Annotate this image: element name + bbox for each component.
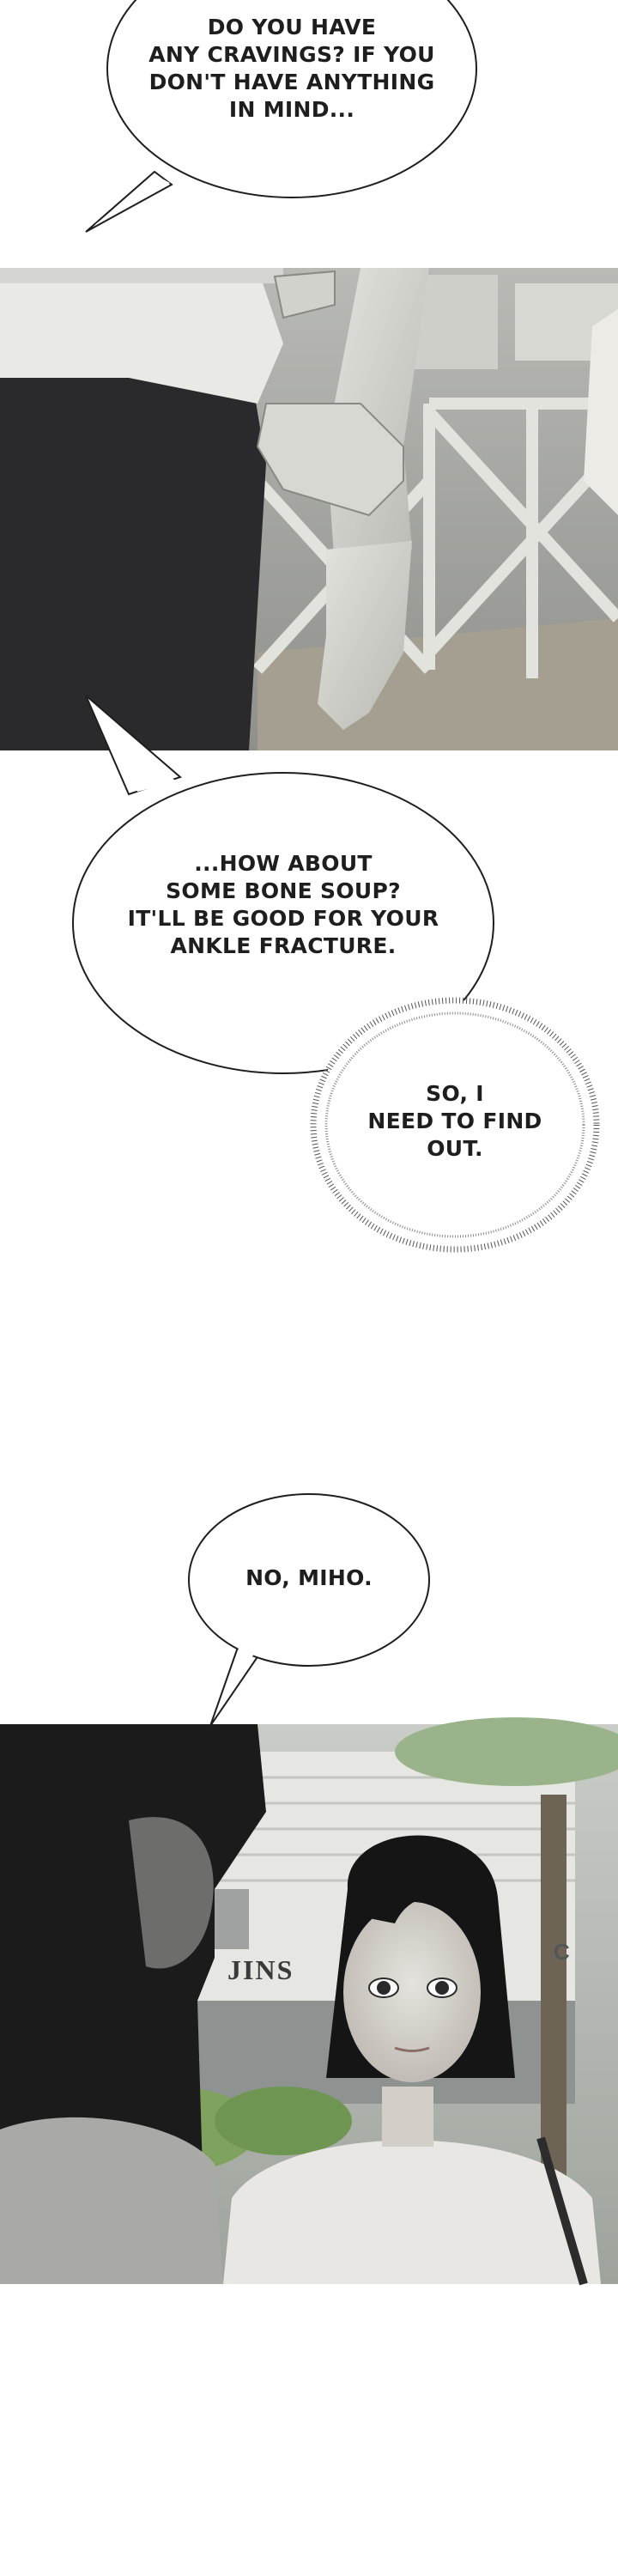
bag-strap — [536, 2136, 588, 2286]
bubble-3-line-1: SO, I — [426, 1081, 484, 1106]
store-sign-right: C — [554, 1939, 570, 1965]
speech-bubble-4 — [188, 1493, 430, 1727]
bubble-2-line-4: ANKLE FRACTURE. — [170, 933, 397, 958]
woman-face — [343, 1902, 481, 2082]
tree-foliage — [395, 1717, 618, 1786]
man-shoulder — [0, 2117, 223, 2284]
fingers-top — [273, 270, 336, 319]
woman-neck — [382, 2087, 433, 2147]
bubble-3-line-3: OUT. — [427, 1136, 483, 1161]
speech-bubble-4-text: NO, MIHO. — [206, 1564, 412, 1592]
speech-bubble-2-text: ...HOW ABOUT SOME BONE SOUP? IT'LL BE GO… — [112, 850, 455, 960]
bubble-3-line-2: NEED TO FIND — [367, 1109, 542, 1133]
bubble-1-line-1: DO YOU HAVE — [207, 15, 377, 39]
bubble-2-line-1: ...HOW ABOUT — [194, 851, 373, 876]
woman-mouth — [394, 2046, 430, 2052]
bubble-2-line-2: SOME BONE SOUP? — [166, 878, 401, 903]
bubble-4-line-1: NO, MIHO. — [245, 1565, 373, 1590]
speech-bubble-1 — [85, 0, 477, 233]
man-ear-neck — [129, 1817, 214, 1969]
speech-bubble-2 — [72, 695, 494, 1074]
thought-bubble-3 — [310, 997, 600, 1253]
right-figure-sleeve — [584, 309, 618, 515]
thought-bubble-3-text: SO, I NEED TO FIND OUT. — [343, 1080, 566, 1163]
white-sleeve — [0, 268, 283, 404]
hanging-hand — [318, 541, 412, 730]
dark-clothing — [0, 361, 266, 750]
woman-bangs — [352, 1864, 481, 1923]
bubble-1-line-4: IN MIND... — [228, 97, 355, 122]
bubble-1-line-3: DON'T HAVE ANYTHING — [148, 70, 435, 94]
bubble-1-line-2: ANY CRAVINGS? IF YOU — [148, 42, 435, 67]
store-sign: JINS — [227, 1954, 294, 1985]
woman-shoulders — [223, 2140, 601, 2284]
speech-bubble-1-text: DO YOU HAVE ANY CRAVINGS? IF YOU DON'T H… — [120, 14, 464, 124]
bubble-2-line-3: IT'LL BE GOOD FOR YOUR — [127, 906, 439, 931]
gripping-hand — [256, 403, 404, 517]
bush-middle — [215, 2087, 352, 2155]
